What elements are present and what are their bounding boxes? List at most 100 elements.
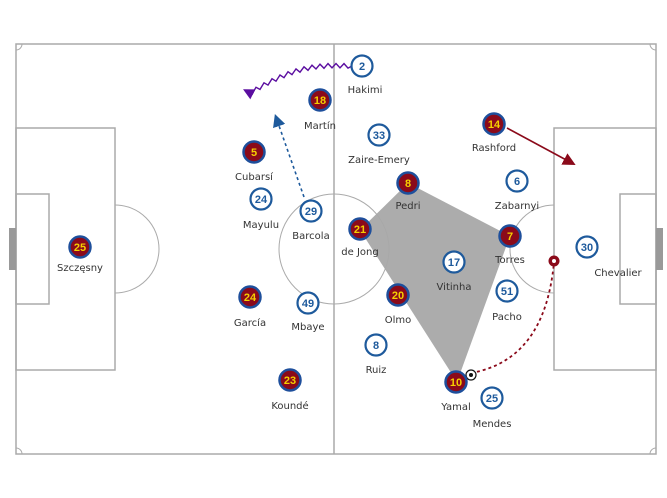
pitch-lines <box>15 43 657 455</box>
corner-arc <box>649 43 657 51</box>
corner-arc <box>15 447 23 455</box>
run-arrow-barcola <box>273 113 305 198</box>
corner-arc <box>649 447 657 455</box>
player-marker <box>68 235 92 259</box>
player-number: 23 <box>284 375 296 387</box>
player-name: Yamal <box>440 402 471 413</box>
player-number: 2 <box>359 61 365 73</box>
player-name: Szczęsny <box>57 263 103 274</box>
player-number: 49 <box>302 298 314 310</box>
corner-arc <box>15 43 23 51</box>
player-name: Vitinha <box>437 282 472 293</box>
player-name: Hakimi <box>348 85 383 96</box>
player-marker <box>480 386 504 410</box>
player-name: Pedri <box>395 201 420 212</box>
player-number: 30 <box>581 242 593 254</box>
player-number: 21 <box>354 224 366 236</box>
player-marker <box>386 283 410 307</box>
player-number: 24 <box>255 194 268 206</box>
passing-shape <box>360 183 510 382</box>
player-name: Cubarsí <box>235 171 274 183</box>
player-marker <box>350 54 374 78</box>
left-six-yard-box <box>15 193 50 305</box>
player-name: García <box>234 317 266 329</box>
pitch-outline <box>15 43 657 455</box>
player-marker <box>242 140 266 164</box>
right-penalty-box <box>553 127 657 371</box>
player-name: Barcola <box>292 231 329 242</box>
player-number: 29 <box>305 206 317 218</box>
player-marker <box>308 88 332 112</box>
player-number: 25 <box>486 393 498 405</box>
player-name: Mayulu <box>243 220 279 231</box>
player-number: 51 <box>501 286 513 298</box>
player-marker <box>238 285 262 309</box>
player-marker <box>299 199 323 223</box>
player-number: 17 <box>448 257 460 269</box>
left-penalty-box <box>15 127 116 371</box>
player-name: Zabarnyi <box>495 201 539 212</box>
player-number: 7 <box>507 231 513 243</box>
player-marker <box>444 370 468 394</box>
football-icon <box>465 369 477 381</box>
player-name: Torres <box>494 255 525 266</box>
player-number: 20 <box>392 290 404 302</box>
player-name: Ruiz <box>366 365 387 376</box>
player-marker <box>396 171 420 195</box>
player-number: 18 <box>314 95 326 107</box>
player-name: Koundé <box>271 400 308 412</box>
player-marker <box>482 112 506 136</box>
player-name: Chevalier <box>594 268 642 279</box>
player-marker <box>495 279 519 303</box>
player-marker <box>249 187 273 211</box>
right-six-yard-box <box>619 193 657 305</box>
left-goal <box>9 228 16 270</box>
player-marker <box>498 224 522 248</box>
left-penalty-arc <box>114 204 160 294</box>
right-penalty-arc <box>509 204 555 294</box>
football-icon <box>548 255 560 267</box>
player-name: de Jong <box>341 247 378 258</box>
player-name: Zaire-Emery <box>348 155 410 166</box>
player-marker <box>348 217 372 241</box>
player-number: 10 <box>450 377 462 389</box>
home-player-de-jong[interactable]: 21 de Jong <box>341 217 379 259</box>
player-marker <box>575 235 599 259</box>
player-number: 24 <box>244 292 257 304</box>
player-marker <box>364 333 388 357</box>
player-number: 33 <box>373 130 385 142</box>
player-marker <box>442 250 466 274</box>
players-layer: 25Szczęsny5Cubarsí24García23Koundé18Mart… <box>57 54 643 431</box>
player-marker <box>296 291 320 315</box>
player-marker <box>505 169 529 193</box>
player-number: 8 <box>373 340 379 352</box>
player-name: Rashford <box>472 143 516 154</box>
player-name: Martín <box>304 120 336 132</box>
right-goal <box>656 228 663 270</box>
run-arrow-hakimi <box>243 62 353 100</box>
player-number: 5 <box>251 147 257 159</box>
player-number: 25 <box>74 242 86 254</box>
